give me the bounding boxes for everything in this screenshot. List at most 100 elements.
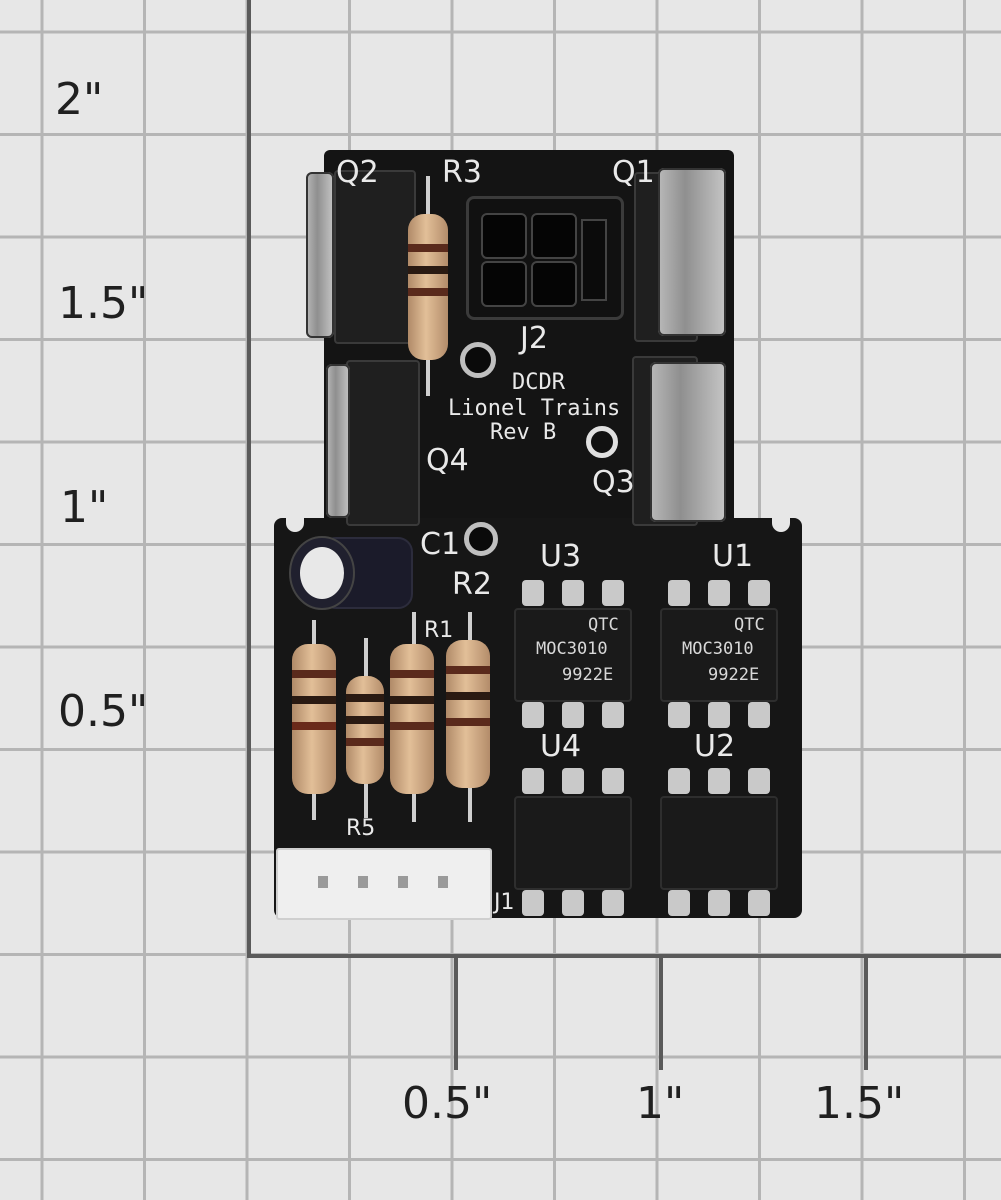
ref-q2: Q2: [336, 155, 379, 190]
ref-u4: U4: [540, 729, 582, 764]
via: [586, 426, 618, 458]
ic-pad: [562, 702, 584, 728]
ic-u1-marking-3: 9922E: [708, 665, 760, 685]
ref-r3: R3: [442, 155, 482, 190]
connector-j2-pin: [481, 261, 527, 307]
ref-q3: Q3: [592, 465, 635, 500]
resistor-band: [390, 670, 434, 678]
ref-j1: J1: [494, 890, 515, 915]
ref-q1: Q1: [612, 155, 655, 190]
transistor-q1-tab: [658, 168, 726, 336]
ic-pad: [562, 890, 584, 916]
connector-j2: [466, 196, 624, 320]
ic-pad: [522, 890, 544, 916]
ref-r1: R1: [424, 618, 454, 643]
ic-u1: QTC MOC3010 9922E: [660, 608, 778, 702]
ic-pad: [522, 702, 544, 728]
ic-pad: [668, 580, 690, 606]
resistor-band: [346, 738, 384, 746]
ic-pad: [562, 768, 584, 794]
ic-pad: [748, 768, 770, 794]
via: [460, 342, 496, 378]
ref-q4: Q4: [426, 443, 469, 478]
ic-u1-marking-1: QTC: [734, 615, 765, 635]
connector-j2-pin: [531, 213, 577, 259]
scale-label-1-5in: 1.5": [58, 278, 149, 329]
capacitor-c1: [289, 536, 413, 610]
ic-pad: [522, 580, 544, 606]
ic-pad: [668, 768, 690, 794]
scale-label-h-1in: 1": [636, 1078, 685, 1129]
board-label-line-2: Lionel Trains: [448, 396, 621, 421]
board-label-line-1: DCDR: [512, 370, 565, 395]
connector-j2-latch: [581, 219, 607, 301]
ic-pad: [562, 580, 584, 606]
resistor-band: [408, 266, 448, 274]
board-label-line-3: Rev B: [490, 420, 557, 445]
resistor-r3: [408, 214, 448, 360]
ic-pad: [668, 890, 690, 916]
resistor-band: [390, 722, 434, 730]
resistor-band: [292, 696, 336, 704]
resistor-r1: [390, 644, 434, 794]
ic-pad: [708, 580, 730, 606]
resistor-band: [292, 670, 336, 678]
transistor-q4-body: [346, 360, 420, 526]
ic-u3-marking-1: QTC: [588, 615, 619, 635]
resistor-band: [346, 716, 384, 724]
connector-j2-pin: [531, 261, 577, 307]
ic-pad: [708, 702, 730, 728]
transistor-q2-tab: [306, 172, 334, 338]
connector-j1-pin: [438, 876, 448, 888]
resistor-band: [446, 692, 490, 700]
scale-label-2in: 2": [55, 74, 104, 125]
via: [464, 522, 498, 556]
resistor-r2: [446, 640, 490, 788]
connector-j1-pin: [358, 876, 368, 888]
transistor-q4-tab: [326, 364, 350, 518]
ic-pad: [748, 890, 770, 916]
board-notch-left: [286, 518, 304, 532]
resistor-r5: [346, 676, 384, 784]
resistor-band: [446, 718, 490, 726]
resistor-band: [408, 288, 448, 296]
ic-u2: [660, 796, 778, 890]
transistor-q2-body: [334, 170, 416, 344]
ref-u3: U3: [540, 539, 582, 574]
connector-j1-pin: [318, 876, 328, 888]
ic-pad: [748, 580, 770, 606]
ref-u1: U1: [712, 539, 754, 574]
scale-label-h-0-5in: 0.5": [402, 1078, 493, 1129]
ic-pad: [708, 890, 730, 916]
board-notch-right: [772, 518, 790, 532]
ref-r2: R2: [452, 567, 492, 602]
resistor-band: [390, 696, 434, 704]
ref-u2: U2: [694, 729, 736, 764]
ref-c1: C1: [420, 527, 461, 562]
ref-r5: R5: [346, 816, 376, 841]
ic-pad: [522, 768, 544, 794]
connector-j2-pin: [481, 213, 527, 259]
ic-u3: QTC MOC3010 9922E: [514, 608, 632, 702]
connector-j1-pin: [398, 876, 408, 888]
ic-u3-marking-2: MOC3010: [536, 639, 608, 659]
circuit-board: Q2 R3 Q1 J2 Q4 Q3 DCDR Lionel Trains Rev…: [274, 150, 802, 920]
scale-label-h-1-5in: 1.5": [814, 1078, 905, 1129]
ref-j2: J2: [520, 321, 548, 356]
scale-label-1in: 1": [60, 482, 109, 533]
ic-u3-marking-3: 9922E: [562, 665, 614, 685]
ic-pad: [602, 580, 624, 606]
connector-j1: [276, 848, 492, 920]
ic-u1-marking-2: MOC3010: [682, 639, 754, 659]
ic-pad: [602, 768, 624, 794]
resistor: [292, 644, 336, 794]
resistor-band: [346, 694, 384, 702]
scale-label-0-5in: 0.5": [58, 686, 149, 737]
ic-pad: [668, 702, 690, 728]
ic-pad: [748, 702, 770, 728]
resistor-band: [292, 722, 336, 730]
resistor-band: [408, 244, 448, 252]
transistor-q3-tab: [650, 362, 726, 522]
ic-u4: [514, 796, 632, 890]
resistor-band: [446, 666, 490, 674]
